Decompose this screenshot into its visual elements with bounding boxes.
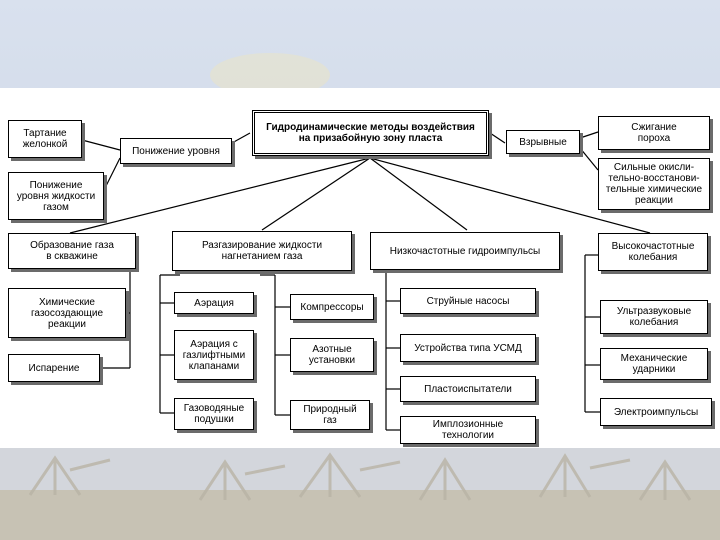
gas-formation-box: Образование газа в скважине <box>8 233 136 269</box>
high-freq-box: Высокочастотные колебания <box>598 233 708 271</box>
gas-water-cushions-box: Газоводяные подушки <box>174 398 254 430</box>
diagram-title-box: Гидродинамические методы воздействия на … <box>252 110 489 156</box>
aeration-valves-box: Аэрация с газлифтными клапанами <box>174 330 254 380</box>
mechanical-strikers-box: Механические ударники <box>600 348 708 380</box>
jet-pumps-box: Струйные насосы <box>400 288 536 314</box>
ultrasonic-box: Ультразвуковые колебания <box>600 300 708 334</box>
explosive-box: Взрывные <box>506 130 580 154</box>
chemical-reactions-box: Химические газосоздающие реакции <box>8 288 126 338</box>
compressors-box: Компрессоры <box>290 294 374 320</box>
nitrogen-units-box: Азотные установки <box>290 338 374 372</box>
low-freq-box: Низкочастотные гидроимпульсы <box>370 232 560 270</box>
lowering-box: Понижение уровня <box>120 138 232 164</box>
formation-testers-box: Пластоиспытатели <box>400 376 536 402</box>
aeration-box: Аэрация <box>174 292 254 314</box>
gas-lowering-box: Понижение уровня жидкости газом <box>8 172 104 220</box>
powder-box: Сжигание пороха <box>598 116 710 150</box>
usmd-devices-box: Устройства типа УСМД <box>400 334 536 362</box>
natural-gas-box: Природный газ <box>290 400 370 430</box>
oxidizers-box: Сильные окисли- тельно-восстанови- тельн… <box>598 158 710 210</box>
bailing-box: Тартание желонкой <box>8 120 82 158</box>
implosion-tech-box: Имплозионные технологии <box>400 416 536 444</box>
electroimpulses-box: Электроимпульсы <box>600 398 712 426</box>
degassing-box: Разгазирование жидкости нагнетанием газа <box>172 231 352 271</box>
evaporation-box: Испарение <box>8 354 100 382</box>
